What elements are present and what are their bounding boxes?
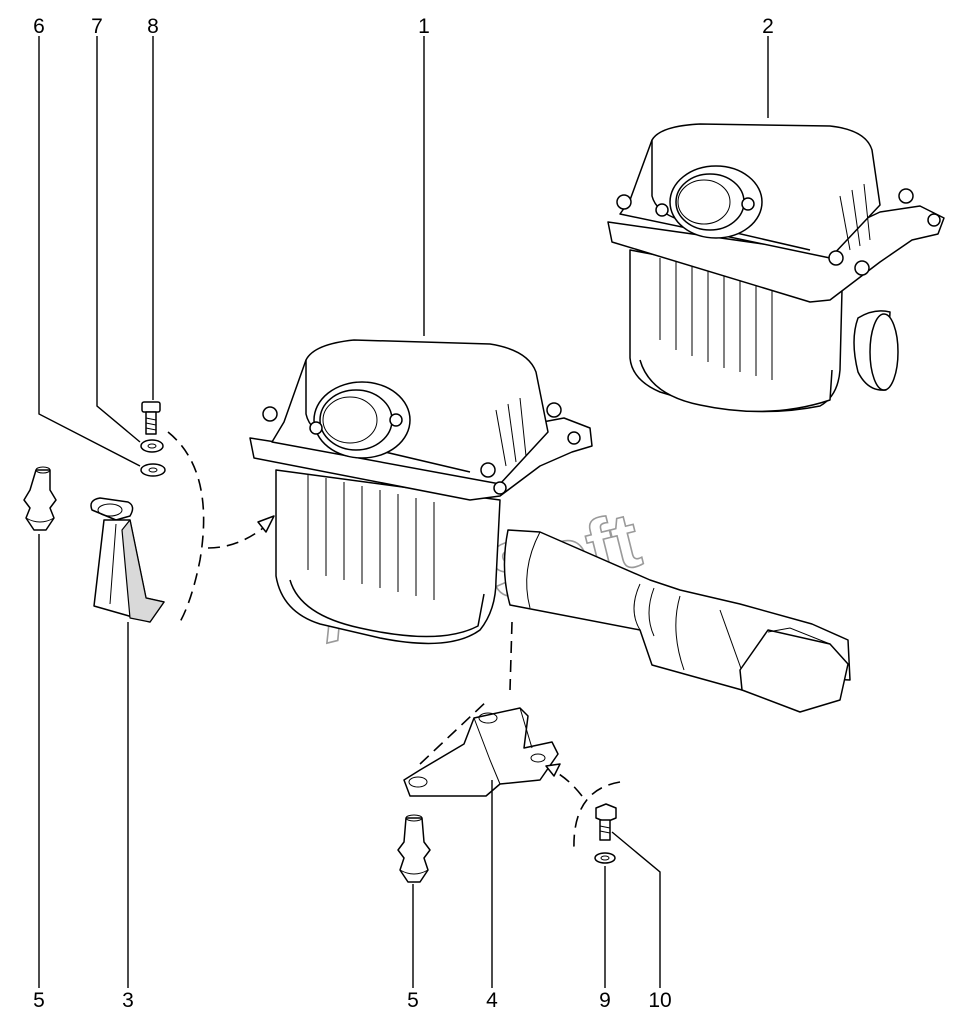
callout-10: 10 [648, 989, 671, 1012]
air-filter-housing [249, 339, 851, 713]
rubber-mount-right [397, 814, 431, 883]
callout-5-left: 5 [33, 989, 45, 1012]
callout-2: 2 [762, 15, 774, 38]
bracket-left [90, 497, 165, 623]
washer-7 [140, 439, 164, 453]
assembly-indicator-left [167, 431, 205, 623]
callout-9: 9 [599, 989, 611, 1012]
bolt-10 [595, 803, 617, 841]
mount-axis-dash [509, 621, 513, 691]
callout-7: 7 [91, 15, 103, 38]
callout-3: 3 [122, 989, 134, 1012]
rubber-mount-left [23, 466, 57, 531]
assembly-arrow-right [551, 769, 583, 797]
assembly-indicator-right [573, 781, 621, 851]
callout-4: 4 [486, 989, 498, 1012]
bracket-bottom [403, 707, 559, 797]
bolt-8 [141, 401, 161, 435]
callout-6: 6 [33, 15, 45, 38]
callout-1: 1 [418, 15, 430, 38]
bracket-axis-dash [419, 699, 489, 765]
washer-9 [594, 852, 616, 864]
callout-8: 8 [147, 15, 159, 38]
arrowhead-right [545, 763, 561, 777]
washer-6 [140, 463, 166, 477]
leader-lines [38, 36, 769, 988]
assembly-arrow-left [207, 523, 269, 549]
arrowhead-left [257, 515, 275, 533]
air-filter-housing-alt [607, 123, 945, 413]
callout-5-right: 5 [407, 989, 419, 1012]
